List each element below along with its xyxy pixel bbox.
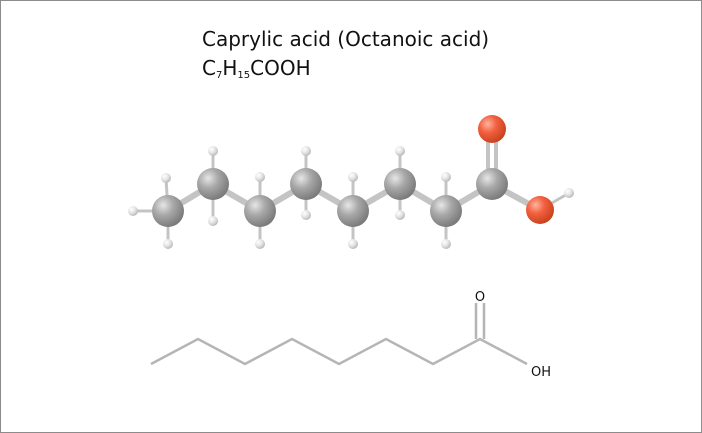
hydrogen-atom bbox=[348, 172, 358, 182]
carbonyl-oxygen-atom bbox=[478, 115, 506, 143]
ball-and-stick-model bbox=[128, 115, 574, 249]
carbon-atom bbox=[384, 168, 416, 200]
hydrogen-atom bbox=[255, 239, 265, 249]
carbon-atom bbox=[244, 195, 276, 227]
hydrogen-atom bbox=[564, 188, 574, 198]
carbon-atom bbox=[337, 195, 369, 227]
atoms-group bbox=[128, 115, 574, 249]
hydrogen-atom bbox=[395, 146, 405, 156]
carbon-atom bbox=[476, 168, 508, 200]
hydrogen-atom bbox=[208, 216, 218, 226]
hydrogen-atom bbox=[128, 206, 138, 216]
formula-h-count: 15 bbox=[237, 70, 251, 81]
hydrogen-atom bbox=[301, 210, 311, 220]
hydrogen-atom bbox=[441, 172, 451, 182]
hydrogen-atom bbox=[301, 146, 311, 156]
oxygen-label: O bbox=[475, 290, 485, 305]
formula-group: COOH bbox=[250, 56, 311, 80]
carbon-atom bbox=[290, 168, 322, 200]
carbon-chain-line bbox=[150, 337, 528, 366]
carbon-atom bbox=[430, 195, 462, 227]
skeletal-formula: O OH bbox=[150, 290, 551, 380]
formula-c-count: 7 bbox=[215, 70, 223, 81]
hydrogen-atom bbox=[208, 146, 218, 156]
carbon-atom bbox=[197, 168, 229, 200]
hydrogen-atom bbox=[163, 239, 173, 249]
chemical-formula: C7H15COOH bbox=[202, 54, 489, 82]
hydrogen-atom bbox=[348, 239, 358, 249]
compound-name: Caprylic acid (Octanoic acid) bbox=[202, 27, 490, 51]
hydrogen-atom bbox=[255, 172, 265, 182]
hydroxyl-oxygen-atom bbox=[526, 196, 554, 224]
formula-c: C bbox=[202, 56, 216, 80]
formula-h: H bbox=[222, 56, 238, 80]
title-block: Caprylic acid (Octanoic acid) C7H15COOH bbox=[202, 24, 489, 82]
hydroxyl-label: OH bbox=[531, 365, 551, 380]
hydrogen-atom bbox=[441, 239, 451, 249]
carbon-atom bbox=[152, 195, 184, 227]
hydrogen-atom bbox=[161, 173, 171, 183]
hydrogen-atom bbox=[395, 210, 405, 220]
